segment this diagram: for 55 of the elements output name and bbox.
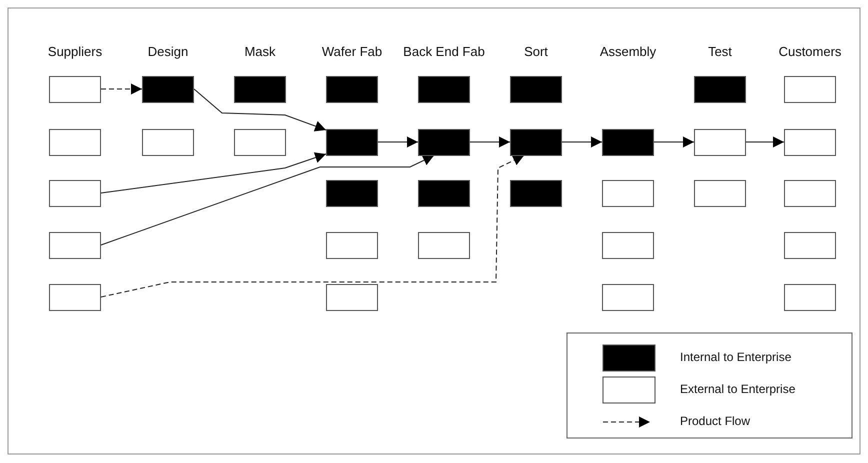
entity-box <box>784 180 836 206</box>
entity-box <box>694 128 746 156</box>
entity-box <box>602 128 654 156</box>
entity-box <box>510 128 562 156</box>
flow-arrow <box>100 155 524 298</box>
entity-box <box>784 76 836 102</box>
column-header: Sort <box>524 44 548 59</box>
entity-box <box>784 128 836 156</box>
entity-box <box>510 76 562 102</box>
entity-box <box>49 128 101 156</box>
column-header: Test <box>708 44 732 59</box>
column-header: Design <box>148 44 188 59</box>
legend-label: Internal to Enterprise <box>680 350 792 364</box>
entity-box <box>234 128 286 156</box>
flow-arrow <box>100 152 326 194</box>
flow-arrow <box>378 136 418 148</box>
entity-box <box>418 76 470 102</box>
column-header: Mask <box>244 44 276 59</box>
entity-box <box>49 180 101 206</box>
flow-arrow <box>100 84 142 94</box>
entity-box <box>234 76 286 102</box>
entity-box <box>142 128 194 156</box>
entity-box <box>326 180 378 206</box>
entity-box <box>326 232 378 258</box>
flow-arrow <box>562 136 602 148</box>
flow-arrow <box>654 136 694 148</box>
entity-box <box>418 128 470 156</box>
flow-arrow <box>194 88 326 132</box>
entity-box <box>49 284 101 310</box>
column-header: Suppliers <box>48 44 102 59</box>
entity-box <box>142 76 194 102</box>
entity-box <box>602 284 654 310</box>
entity-box <box>326 284 378 310</box>
entity-box <box>49 232 101 258</box>
entity-box <box>784 284 836 310</box>
column-header: Customers <box>778 44 842 59</box>
entity-box <box>694 76 746 102</box>
legend-label: Product Flow <box>680 414 750 428</box>
entity-box <box>602 232 654 258</box>
entity-box <box>694 180 746 206</box>
entity-box <box>326 76 378 102</box>
entity-box <box>326 128 378 156</box>
entity-box <box>418 180 470 206</box>
flow-arrow <box>746 136 784 148</box>
entity-box <box>510 180 562 206</box>
entity-box <box>418 232 470 258</box>
flow-arrow <box>100 155 434 246</box>
legend-label: External to Enterprise <box>680 382 796 396</box>
flow-arrow <box>470 136 510 148</box>
column-header: Assembly <box>600 44 656 59</box>
column-header: Back End Fab <box>403 44 485 59</box>
entity-box <box>784 232 836 258</box>
column-header: Wafer Fab <box>322 44 382 59</box>
entity-box <box>49 76 101 102</box>
entity-box <box>602 180 654 206</box>
